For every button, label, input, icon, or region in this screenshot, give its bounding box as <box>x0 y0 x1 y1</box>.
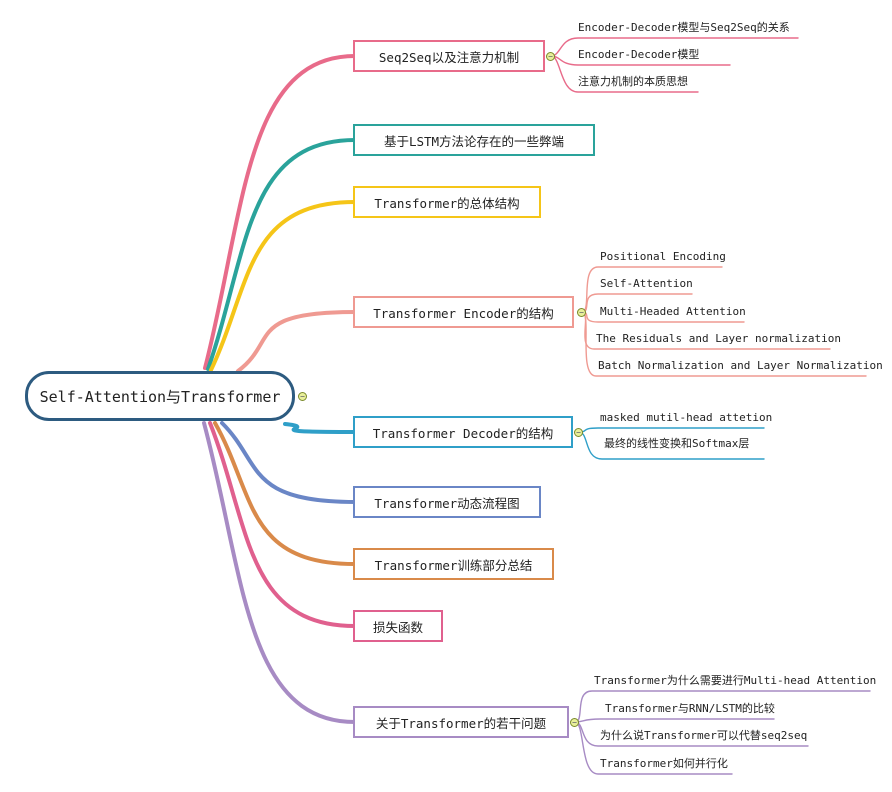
branch-collapse-icon[interactable]: − <box>574 428 583 437</box>
branch-node-questions[interactable]: 关于Transformer的若干问题 <box>353 706 569 738</box>
leaf-item[interactable]: Transformer为什么需要进行Multi-head Attention <box>594 674 877 687</box>
branch-label: 关于Transformer的若干问题 <box>375 715 547 731</box>
branch-label: Transformer的总体结构 <box>374 195 520 211</box>
branch-collapse-icon[interactable]: − <box>577 308 586 317</box>
branch-connector <box>209 200 357 372</box>
branch-node-loss[interactable]: 损失函数 <box>353 610 443 642</box>
root-label: Self-Attention与Transformer <box>39 387 281 406</box>
branch-label: Transformer训练部分总结 <box>374 557 533 573</box>
branch-connector <box>203 54 357 370</box>
branch-node-flowchart[interactable]: Transformer动态流程图 <box>353 486 541 518</box>
root-collapse-icon[interactable]: − <box>298 392 307 401</box>
branch-label: 损失函数 <box>372 619 423 635</box>
branch-label: 基于LSTM方法论存在的一些弊端 <box>383 133 565 149</box>
leaf-connector <box>574 718 775 723</box>
branch-connector <box>202 421 357 724</box>
leaf-item[interactable]: Encoder-Decoder模型与Seq2Seq的关系 <box>578 21 790 34</box>
leaf-item[interactable]: Batch Normalization and Layer Normalizat… <box>598 359 883 372</box>
leaf-item[interactable]: masked mutil-head attetion <box>600 411 773 424</box>
leaf-item[interactable]: Self-Attention <box>600 277 693 290</box>
leaf-item[interactable]: Transformer与RNN/LSTM的比较 <box>605 702 775 715</box>
branch-collapse-icon[interactable]: − <box>570 718 579 727</box>
leaf-item[interactable]: 为什么说Transformer可以代替seq2seq <box>600 729 808 742</box>
leaf-item[interactable]: Transformer如何并行化 <box>600 757 728 770</box>
leaf-connector <box>578 427 765 433</box>
branch-collapse-icon[interactable]: − <box>546 52 555 61</box>
branch-connector <box>206 138 357 371</box>
branch-node-decoder[interactable]: Transformer Decoder的结构 <box>353 416 573 448</box>
branch-connector <box>208 421 357 628</box>
branch-node-lstm[interactable]: 基于LSTM方法论存在的一些弊端 <box>353 124 595 156</box>
branch-node-seq2seq[interactable]: Seq2Seq以及注意力机制 <box>353 40 545 72</box>
leaf-item[interactable]: 最终的线性变换和Softmax层 <box>604 437 750 450</box>
leaf-item[interactable]: 注意力机制的本质思想 <box>578 75 688 88</box>
branch-label: Transformer动态流程图 <box>374 495 520 511</box>
leaf-item[interactable]: The Residuals and Layer normalization <box>596 332 842 345</box>
branch-node-overall-structure[interactable]: Transformer的总体结构 <box>353 186 541 218</box>
branch-label: Transformer Encoder的结构 <box>373 305 554 321</box>
branch-label: Seq2Seq以及注意力机制 <box>378 49 520 65</box>
root-node[interactable]: Self-Attention与Transformer <box>25 371 295 421</box>
leaf-item[interactable]: Encoder-Decoder模型 <box>578 48 700 61</box>
branch-connector <box>236 310 357 373</box>
branch-node-encoder[interactable]: Transformer Encoder的结构 <box>353 296 574 328</box>
branch-node-training[interactable]: Transformer训练部分总结 <box>353 548 554 580</box>
branch-label: Transformer Decoder的结构 <box>372 425 554 441</box>
leaf-item[interactable]: Multi-Headed Attention <box>600 305 746 318</box>
branch-connector <box>213 421 357 566</box>
branch-connector <box>283 422 357 434</box>
branch-connector <box>220 421 357 504</box>
leaf-item[interactable]: Positional Encoding <box>600 250 726 263</box>
